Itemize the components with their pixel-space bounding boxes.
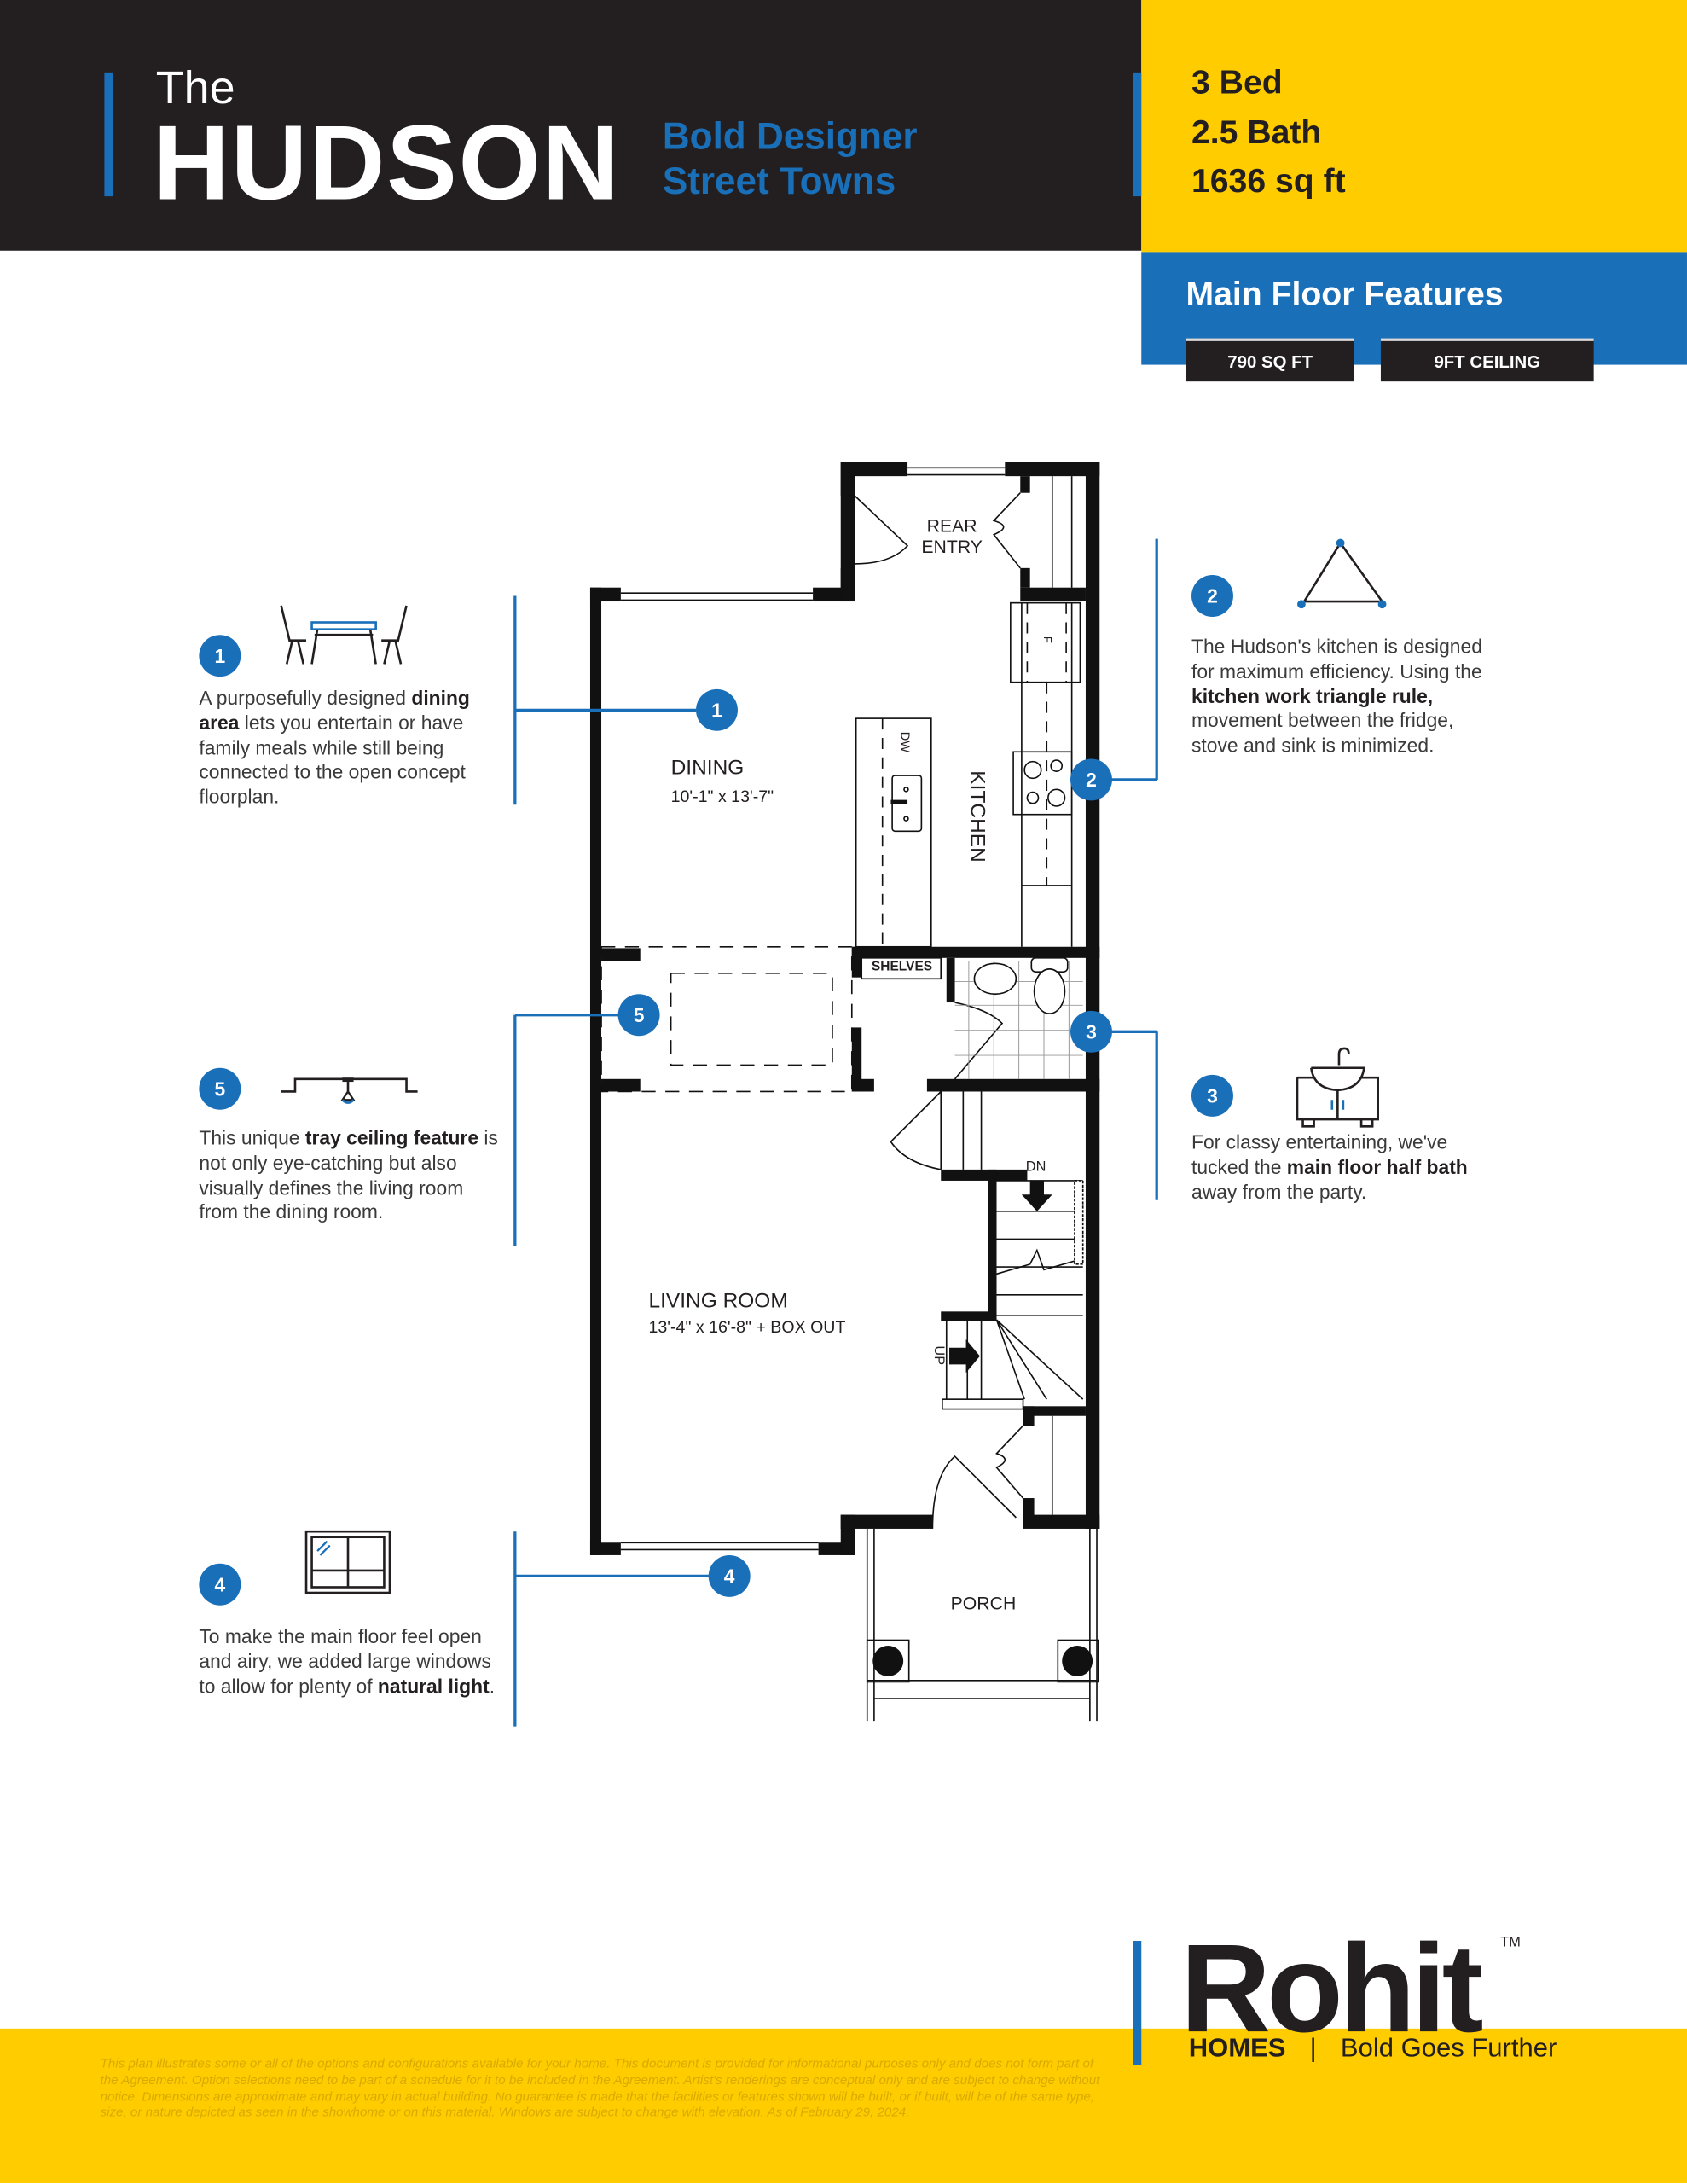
room-label-dining: DINING — [670, 756, 745, 780]
room-label-living: LIVING ROOM — [648, 1289, 788, 1313]
callout-text-1: A purposefully designed dining area lets… — [199, 687, 498, 810]
room-label-porch: PORCH — [950, 1593, 1017, 1614]
callout-text-5: This unique tray ceiling feature is not … — [199, 1126, 498, 1225]
callout-number-2: 2 — [1191, 575, 1233, 617]
footer-band — [0, 2028, 1687, 2183]
vanity-sink-icon — [1296, 1047, 1379, 1128]
spec-baths: 2.5 Bath — [1191, 113, 1322, 152]
text-segment: A purposefully designed — [199, 686, 412, 709]
separator: | — [1309, 2034, 1317, 2064]
dining-dimensions: 10'-1" x 13'-7" — [670, 787, 774, 806]
arrow-right-icon — [949, 1339, 980, 1374]
window-icon — [304, 1530, 391, 1594]
tray-ceiling-icon — [281, 1077, 418, 1104]
callout-leaders — [513, 538, 1158, 1727]
accent-bar — [1133, 72, 1142, 197]
walls — [589, 462, 1100, 1555]
shelves-label: SHELVES — [871, 959, 933, 975]
text-segment: is not only eye-catching but also visual… — [199, 1126, 498, 1223]
arrow-down-icon — [1021, 1180, 1052, 1211]
title-prefix: The — [155, 61, 235, 113]
page-title: HUDSON — [153, 104, 620, 224]
callout-number-3: 3 — [1191, 1074, 1233, 1117]
specs-band — [1141, 0, 1687, 253]
plan-marker-5: 5 — [617, 994, 660, 1037]
text-highlight: dining area — [199, 686, 470, 734]
area-badge: 790 SQ FT — [1186, 338, 1354, 382]
homes-label: HOMES — [1188, 2034, 1286, 2064]
room-label-kitchen: KITCHEN — [965, 770, 989, 863]
plan-marker-1: 1 — [696, 688, 738, 731]
porch-column — [872, 1646, 904, 1676]
text-highlight: kitchen work triangle rule, — [1191, 684, 1434, 707]
fridge-label: F — [1041, 636, 1054, 643]
rear-entry-line-1: REAR — [926, 514, 977, 537]
dining-table-icon — [280, 605, 408, 665]
text-highlight: main floor half bath — [1286, 1155, 1468, 1178]
porch-column — [1062, 1646, 1093, 1676]
features-title: Main Floor Features — [1186, 276, 1504, 314]
header-band — [0, 0, 1142, 251]
text-segment: movement between the fridge, stove and s… — [1191, 709, 1454, 757]
text-highlight: tray ceiling feature — [304, 1126, 479, 1149]
accent-bar — [104, 72, 113, 197]
fixtures — [600, 467, 1099, 1722]
plan-marker-4: 4 — [708, 1554, 751, 1597]
slogan: Bold Goes Further — [1340, 2034, 1557, 2064]
tagline-line-1: Bold Designer — [662, 115, 918, 158]
brand-slogan: HOMES | Bold Goes Further — [1189, 2034, 1557, 2065]
text-segment: away from the party. — [1191, 1180, 1367, 1203]
callout-text-4: To make the main floor feel open and air… — [199, 1625, 498, 1699]
callout-number-5: 5 — [199, 1067, 241, 1110]
spec-area: 1636 sq ft — [1191, 162, 1346, 201]
text-segment: This unique — [199, 1126, 305, 1149]
callout-text-2: The Hudson's kitchen is designed for max… — [1191, 635, 1495, 758]
stairs-up-label: UP — [930, 1345, 946, 1366]
brand-logo: Rohit — [1180, 1920, 1484, 2059]
callout-text-3: For classy entertaining, we've tucked th… — [1191, 1130, 1484, 1205]
text-segment: To make the main floor feel open and air… — [199, 1624, 491, 1697]
text-segment: lets you entertain or have family meals … — [199, 711, 466, 808]
stairs-down-label: DN — [1025, 1159, 1046, 1176]
rear-entry-line-2: ENTRY — [921, 536, 983, 557]
tagline-line-2: Street Towns — [662, 160, 896, 202]
living-dimensions: 13'-4" x 16'-8" + BOX OUT — [648, 1316, 846, 1337]
spec-beds: 3 Bed — [1191, 64, 1283, 102]
room-label-rear-entry: REAR ENTRY — [921, 515, 983, 557]
text-segment: The Hudson's kitchen is designed for max… — [1191, 635, 1482, 682]
callout-number-4: 4 — [199, 1563, 241, 1606]
text-highlight: natural light — [377, 1674, 490, 1697]
work-triangle-icon — [1297, 538, 1387, 609]
accent-bar — [1133, 1941, 1142, 2065]
plan-marker-2: 2 — [1070, 758, 1112, 801]
callout-number-1: 1 — [199, 635, 241, 677]
plan-marker-3: 3 — [1070, 1010, 1112, 1053]
disclaimer: This plan illustrates some or all of the… — [100, 2056, 1100, 2120]
ceiling-badge: 9FT CEILING — [1380, 338, 1594, 382]
text-segment: For classy entertaining, we've tucked th… — [1191, 1130, 1448, 1178]
trademark: TM — [1500, 1935, 1521, 1951]
dishwasher-label: DW — [898, 731, 913, 753]
text-segment: . — [489, 1674, 496, 1697]
